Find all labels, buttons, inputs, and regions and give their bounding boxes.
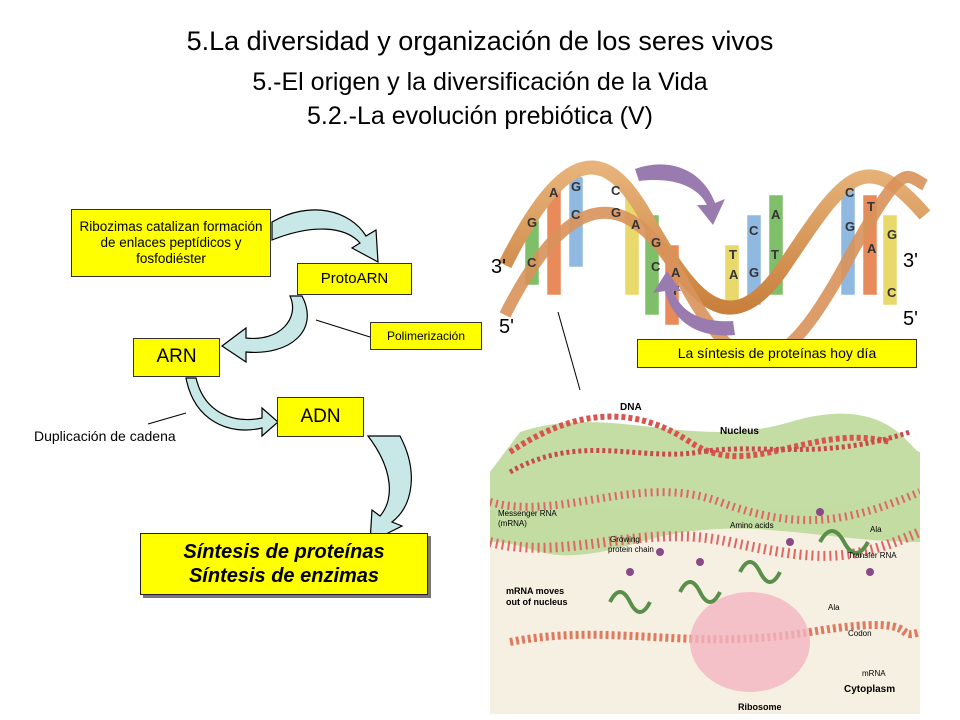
purple-arrow-bottom bbox=[653, 271, 735, 336]
protoarn-box: ProtoARN bbox=[297, 263, 412, 295]
svg-text:G: G bbox=[611, 205, 621, 220]
ribosome-shape bbox=[690, 592, 810, 692]
dna-backbone bbox=[498, 160, 930, 315]
label-ala-top: Ala bbox=[870, 525, 882, 534]
svg-text:C: C bbox=[887, 285, 897, 300]
label-mrna-moves-line2: out of nucleus bbox=[506, 597, 568, 607]
dna-backbone bbox=[499, 170, 928, 340]
svg-text:C: C bbox=[651, 259, 661, 274]
sintesis-proteinas-line: Síntesis de proteínas bbox=[183, 541, 385, 563]
amino-acid bbox=[626, 568, 634, 576]
duplicacion-label: Duplicación de cadena bbox=[34, 428, 176, 444]
label-5-prime-right: 5' bbox=[903, 308, 918, 330]
curved-arrow-ribozimas-proto bbox=[271, 209, 379, 264]
protein-synthesis-image: DNA Nucleus Messenger RNA (mRNA) Amino a… bbox=[490, 392, 920, 714]
label-growing-line2: protein chain bbox=[608, 545, 654, 554]
svg-text:C: C bbox=[611, 183, 621, 198]
adn-box: ADN bbox=[277, 397, 364, 437]
svg-text:C: C bbox=[571, 207, 581, 222]
svg-text:C: C bbox=[527, 255, 537, 270]
svg-text:G: G bbox=[845, 219, 855, 234]
svg-text:A: A bbox=[631, 217, 641, 232]
ribozimas-box: Ribozimas catalizan formación de enlaces… bbox=[71, 209, 271, 277]
svg-text:G: G bbox=[527, 215, 537, 230]
label-ala-mid: Ala bbox=[828, 603, 840, 612]
subsection-title: 5.2.-La evolución prebiótica (V) bbox=[306, 102, 654, 130]
page-title: 5.La diversidad y organización de los se… bbox=[186, 26, 774, 56]
connector-images bbox=[557, 311, 581, 391]
label-mrna-line1: Messenger RNA bbox=[498, 509, 557, 518]
amino-acid bbox=[656, 548, 664, 556]
svg-text:G: G bbox=[749, 265, 759, 280]
svg-text:T: T bbox=[771, 247, 779, 262]
amino-acid bbox=[816, 508, 824, 516]
svg-text:A: A bbox=[867, 241, 877, 256]
label-mrna-moves-line1: mRNA moves bbox=[506, 586, 564, 596]
svg-text:C: C bbox=[845, 185, 855, 200]
label-amino-acids: Amino acids bbox=[730, 521, 774, 530]
label-3-prime-right: 3' bbox=[903, 250, 918, 272]
svg-text:A: A bbox=[729, 267, 739, 282]
dna-helix-image: GC AGC CG AGC AT TA CG AT CG TA GC 3' 5'… bbox=[491, 160, 930, 340]
trna-coil bbox=[678, 580, 722, 604]
label-codon: Codon bbox=[848, 629, 872, 638]
amino-acid bbox=[786, 538, 794, 546]
dna-strand bbox=[508, 413, 891, 460]
arn-box: ARN bbox=[133, 338, 220, 377]
label-cytoplasm: Cytoplasm bbox=[844, 684, 895, 695]
svg-text:T: T bbox=[729, 247, 737, 262]
connector-duplicacion bbox=[147, 412, 187, 425]
svg-text:A: A bbox=[771, 207, 781, 222]
svg-text:G: G bbox=[887, 227, 897, 242]
nuclear-membrane bbox=[490, 527, 920, 561]
label-dna: DNA bbox=[620, 402, 642, 413]
label-nucleus: Nucleus bbox=[720, 426, 759, 437]
trna-coil bbox=[738, 560, 782, 584]
amino-acid bbox=[696, 558, 704, 566]
trna-coil bbox=[818, 529, 870, 555]
label-transfer-rna: Transfer RNA bbox=[848, 551, 897, 560]
curved-arrow-arn-adn bbox=[185, 377, 279, 438]
sintesis-enzimas-line: Síntesis de enzimas bbox=[188, 565, 380, 587]
svg-text:G: G bbox=[571, 179, 581, 194]
curved-arrow-proto-arn bbox=[220, 295, 308, 364]
section-title: 5.-El origen y la diversificación de la … bbox=[252, 68, 708, 96]
svg-text:T: T bbox=[867, 199, 875, 214]
label-mrna: mRNA bbox=[862, 669, 886, 678]
label-3-prime-left: 3' bbox=[491, 256, 506, 278]
label-5-prime-left: 5' bbox=[499, 316, 514, 338]
purple-arrow-top bbox=[635, 164, 725, 225]
label-mrna-line2: (mRNA) bbox=[498, 519, 527, 528]
label-ribosome: Ribosome bbox=[738, 702, 782, 712]
curved-arrow-adn-final bbox=[366, 435, 412, 544]
svg-text:G: G bbox=[651, 235, 661, 250]
svg-text:A: A bbox=[549, 185, 559, 200]
trna-coil bbox=[608, 590, 652, 614]
svg-text:A: A bbox=[671, 265, 681, 280]
dna-strand bbox=[508, 429, 911, 475]
base-pair bbox=[882, 214, 898, 306]
svg-text:C: C bbox=[749, 223, 759, 238]
amino-acid bbox=[866, 568, 874, 576]
sintesis-box: Síntesis de proteínas Síntesis de enzima… bbox=[140, 533, 428, 595]
connector-polimerizacion bbox=[315, 319, 371, 338]
dna-caption-box: La síntesis de proteínas hoy día bbox=[637, 339, 917, 368]
polimerizacion-box: Polimerización bbox=[370, 322, 482, 350]
label-growing-line1: Growing bbox=[610, 535, 640, 544]
